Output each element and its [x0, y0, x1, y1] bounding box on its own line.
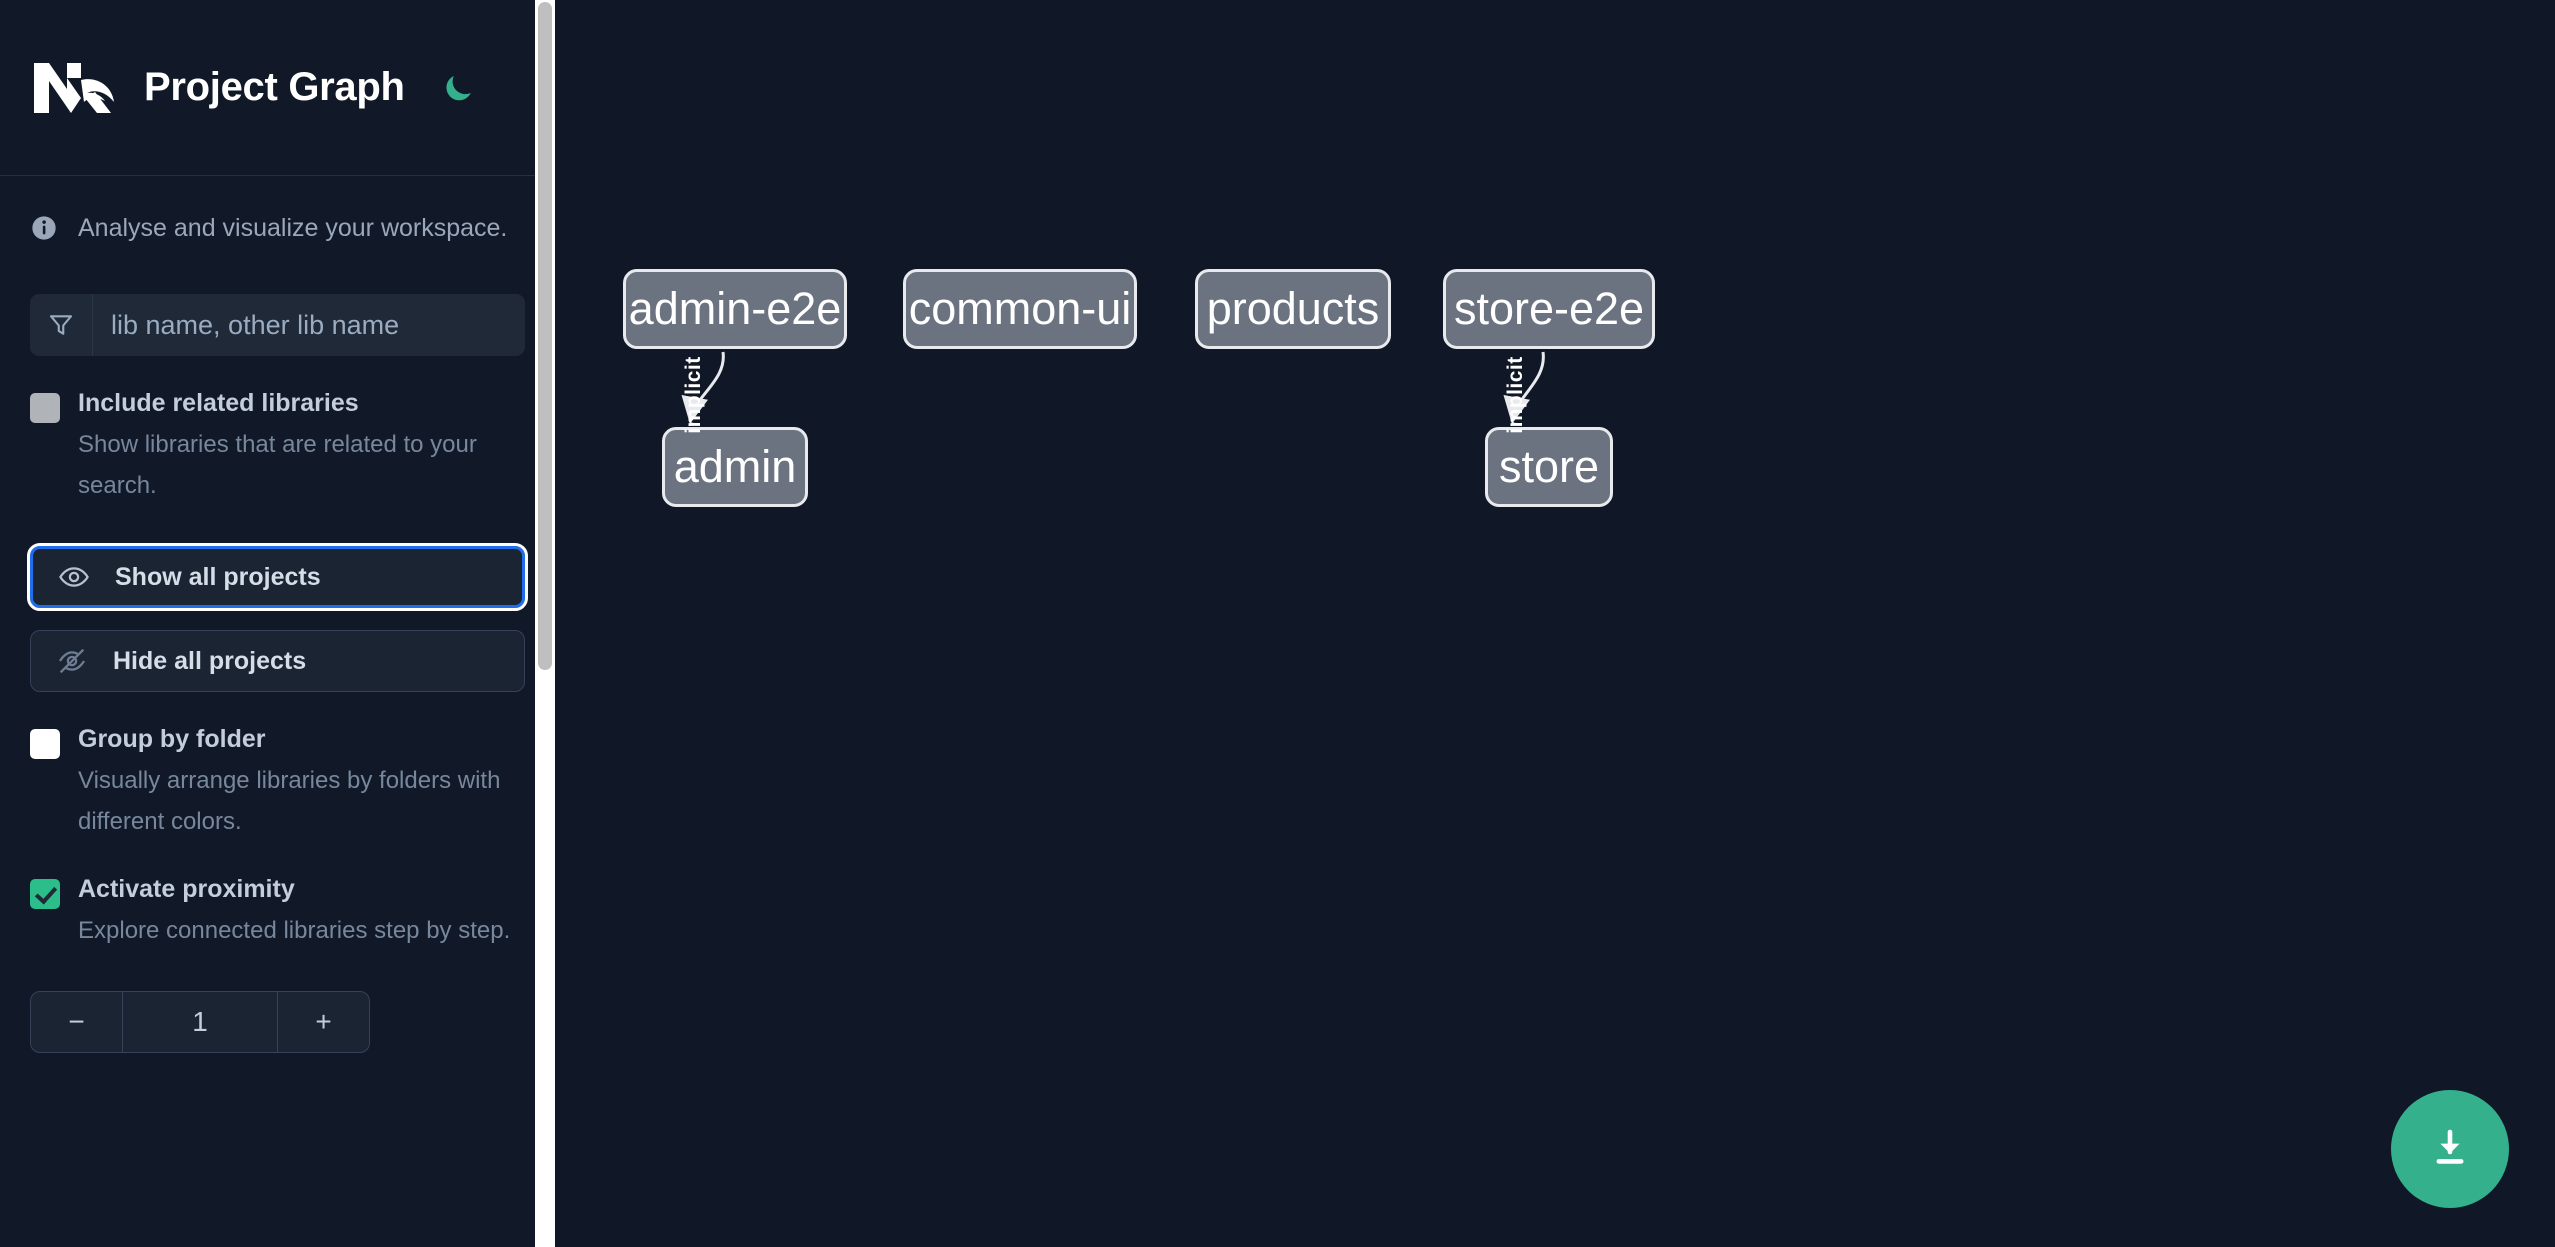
filter-glyph — [49, 315, 73, 335]
page-title: Project Graph — [144, 65, 405, 109]
edge-label-store-implicit: implicit — [1503, 356, 1527, 434]
eye-glyph — [59, 567, 89, 587]
proximity-decrement-button[interactable]: − — [31, 992, 123, 1052]
graph-edges — [681, 351, 1545, 424]
graph-node-label: store — [1498, 441, 1600, 492]
search-filter[interactable] — [30, 294, 525, 356]
activate-proximity-description: Explore connected libraries step by step… — [78, 917, 511, 944]
edge-label-admin-implicit: implicit — [681, 356, 705, 434]
include-related-libraries-description: Show libraries that are related to your … — [78, 431, 477, 499]
graph-node-label: admin-e2e — [628, 283, 842, 334]
graph-node-label: common-ui — [908, 283, 1132, 334]
sidebar-header: Project Graph — [0, 0, 555, 176]
sidebar-scrollbar-thumb[interactable] — [538, 2, 552, 670]
graph-node-store-e2e[interactable]: store-e2e — [1443, 269, 1655, 349]
graph-node-label: products — [1206, 283, 1380, 334]
graph-node-label: admin — [673, 441, 797, 492]
edge-store-e2e-store — [1503, 351, 1545, 424]
edge-admin-e2e-admin — [681, 351, 725, 424]
proximity-value: 1 — [192, 1006, 208, 1037]
option-include-related-libraries[interactable]: Include related libraries Show libraries… — [30, 388, 525, 506]
activate-proximity-checkbox[interactable] — [30, 879, 60, 909]
download-graph-button[interactable] — [2391, 1090, 2509, 1208]
graph-node-store[interactable]: store — [1485, 427, 1613, 507]
filter-icon — [30, 294, 93, 356]
activate-proximity-label: Activate proximity — [78, 875, 295, 903]
graph-node-common-ui[interactable]: common-ui — [903, 269, 1137, 349]
sidebar-scrollbar-track[interactable] — [535, 0, 555, 1247]
nx-logo-icon — [34, 62, 114, 113]
include-related-libraries-checkbox[interactable] — [30, 393, 60, 423]
graph-canvas[interactable]: admin-e2e common-ui products store-e2e a… — [555, 0, 2555, 1247]
graph-node-products[interactable]: products — [1195, 269, 1391, 349]
proximity-stepper: − 1 + — [30, 991, 370, 1053]
proximity-increment-button[interactable]: + — [277, 992, 369, 1052]
eye-off-glyph — [59, 648, 85, 674]
hide-all-projects-label: Hide all projects — [113, 646, 307, 675]
sidebar: Project Graph Analyse and visualize your… — [0, 0, 555, 1247]
graph-node-admin[interactable]: admin — [662, 427, 808, 507]
moon-icon[interactable] — [435, 65, 481, 111]
show-all-projects-label: Show all projects — [115, 562, 321, 591]
visibility-buttons: Show all projects Hide all projects — [27, 543, 528, 692]
show-all-projects-button[interactable]: Show all projects — [27, 543, 528, 611]
info-icon — [32, 216, 56, 240]
eye-off-icon — [55, 644, 89, 678]
hide-all-projects-button[interactable]: Hide all projects — [30, 630, 525, 692]
download-icon — [2436, 1129, 2464, 1164]
group-by-folder-description: Visually arrange libraries by folders wi… — [78, 767, 501, 835]
option-activate-proximity[interactable]: Activate proximity Explore connected lib… — [30, 874, 525, 951]
eye-icon — [57, 560, 91, 594]
graph-node-admin-e2e[interactable]: admin-e2e — [623, 269, 847, 349]
tagline: Analyse and visualize your workspace. — [30, 176, 525, 280]
group-by-folder-label: Group by folder — [78, 725, 266, 753]
graph-node-label: store-e2e — [1453, 283, 1645, 334]
search-input[interactable] — [93, 294, 525, 356]
moon-glyph — [446, 75, 471, 100]
option-group-by-folder[interactable]: Group by folder Visually arrange librari… — [30, 724, 525, 842]
include-related-libraries-label: Include related libraries — [78, 389, 359, 417]
sidebar-body: Analyse and visualize your workspace. In… — [0, 176, 555, 1053]
tagline-text: Analyse and visualize your workspace. — [78, 213, 508, 242]
group-by-folder-checkbox[interactable] — [30, 729, 60, 759]
